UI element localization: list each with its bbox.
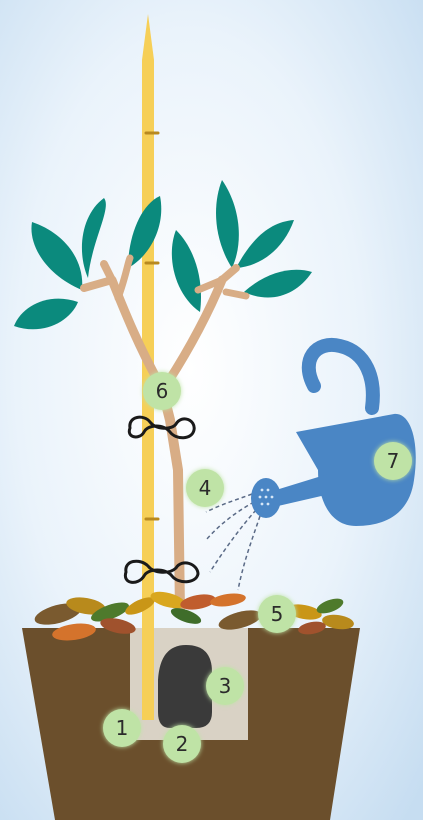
marker-1: 1	[103, 709, 141, 747]
marker-4-label: 4	[199, 476, 212, 500]
marker-1-label: 1	[116, 716, 129, 740]
marker-7-label: 7	[387, 449, 400, 473]
marker-7: 7	[374, 442, 412, 480]
marker-5-label: 5	[271, 602, 284, 626]
marker-3-label: 3	[219, 674, 232, 698]
marker-5: 5	[258, 595, 296, 633]
root-ball	[158, 645, 212, 728]
marker-2: 2	[163, 725, 201, 763]
marker-2-label: 2	[176, 732, 189, 756]
marker-6-label: 6	[156, 379, 169, 403]
marker-4: 4	[186, 469, 224, 507]
marker-6: 6	[143, 372, 181, 410]
marker-3: 3	[206, 667, 244, 705]
